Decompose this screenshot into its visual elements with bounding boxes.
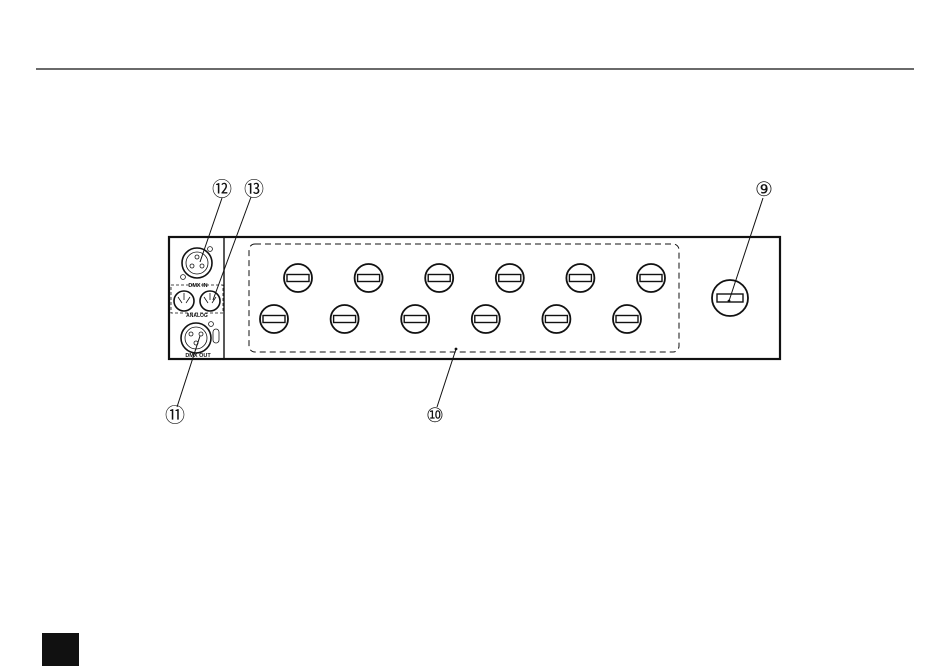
device-rear-panel — [169, 237, 780, 359]
analog-connector-right — [200, 291, 220, 311]
page-corner-block — [42, 633, 79, 666]
channel-fuse — [542, 305, 570, 333]
callout-9: ⑨ — [755, 177, 773, 201]
analog-label: ANALOG — [186, 313, 208, 319]
leader-13 — [213, 197, 251, 300]
analog-connector-left — [174, 291, 194, 311]
fuse-group-outline — [249, 244, 679, 352]
channel-fuse — [260, 305, 288, 333]
channel-fuse — [284, 264, 312, 292]
callout-11: ⑪ — [165, 403, 185, 427]
leader-12 — [200, 198, 222, 262]
channel-fuse — [613, 305, 641, 333]
leader-9 — [729, 198, 763, 301]
callout-12: ⑫ — [212, 177, 232, 201]
channel-fuses — [260, 264, 665, 333]
channel-fuse — [472, 305, 500, 333]
leader-9-dot — [728, 300, 731, 303]
dmx-in-connector — [181, 247, 213, 280]
dmx-in-label: DMX IN — [188, 283, 207, 289]
leader-10-dot — [455, 348, 458, 351]
leader-10 — [437, 349, 456, 407]
dmx-out-label: DMX OUT — [185, 353, 211, 359]
channel-fuse — [496, 264, 524, 292]
channel-fuse — [401, 305, 429, 333]
channel-fuse — [331, 305, 359, 333]
channel-fuse — [425, 264, 453, 292]
channel-fuse — [566, 264, 594, 292]
leader-11 — [177, 336, 200, 407]
callout-13: ⑬ — [244, 177, 264, 201]
channel-fuse — [637, 264, 665, 292]
callout-10: ⑩ — [426, 403, 444, 427]
channel-fuse — [355, 264, 383, 292]
